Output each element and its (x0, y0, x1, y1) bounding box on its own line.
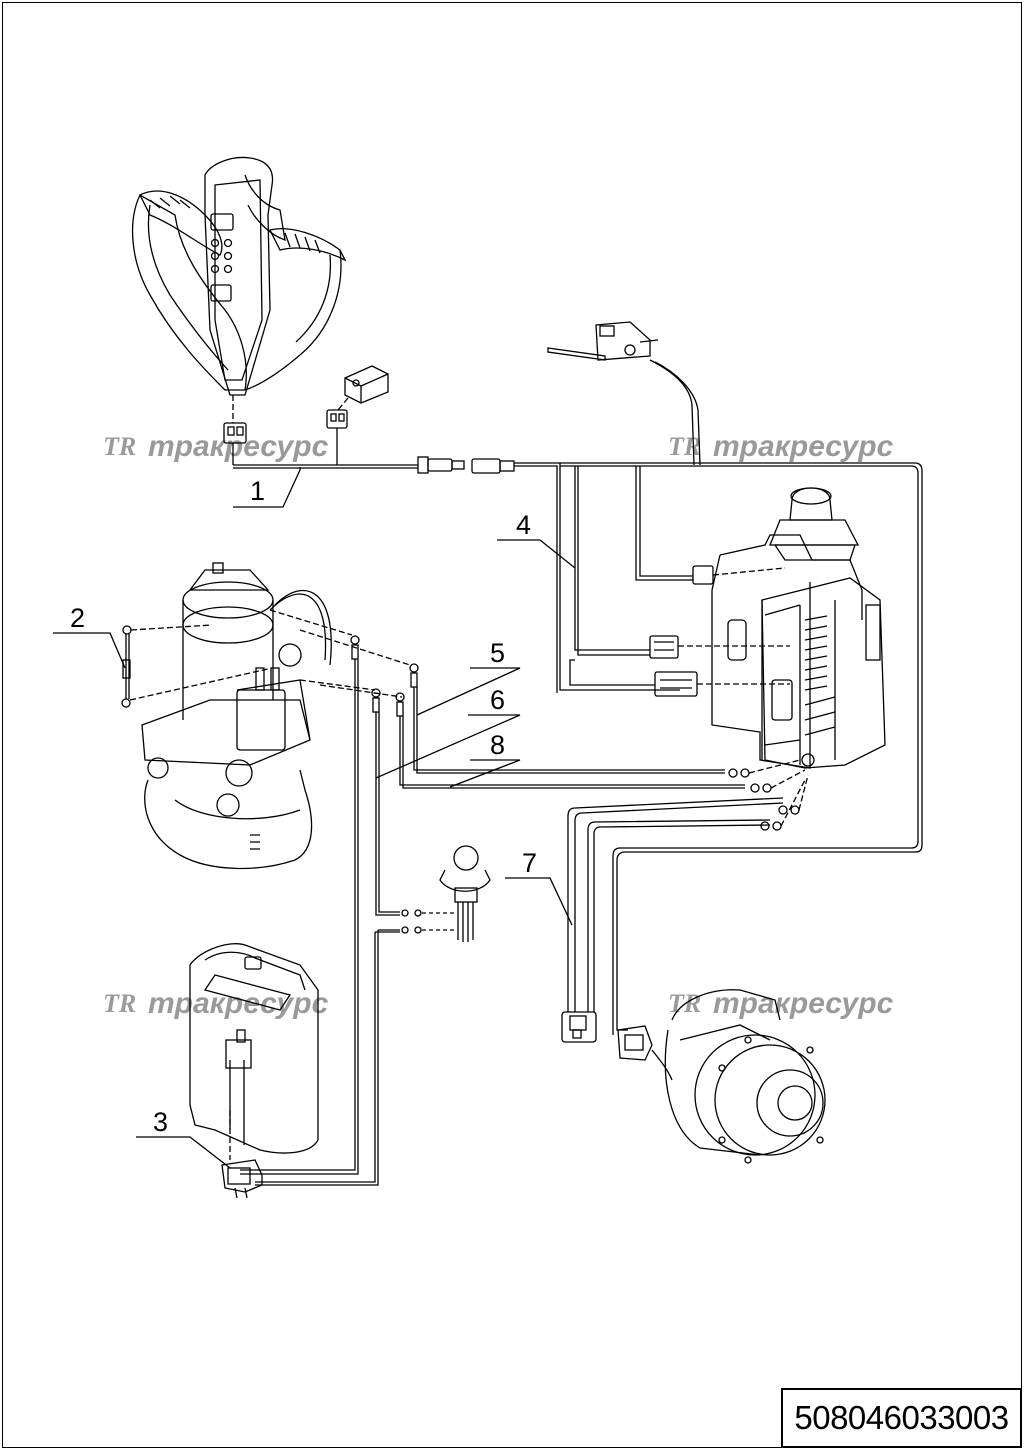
motor-cable-lugs (350, 635, 419, 717)
motor-leaders (269, 609, 411, 698)
part-label-1: 1 (250, 476, 265, 506)
relay-block (326, 365, 389, 429)
pump-motor (141, 562, 332, 870)
sensor (401, 845, 491, 942)
document-number-box: 508046033003 (781, 1388, 1022, 1448)
controller-connectors (569, 466, 790, 697)
cable-5 (413, 687, 801, 778)
part-label-6: 6 (490, 685, 505, 715)
watermark-1: TR тракресурс (103, 430, 329, 463)
cable-7 (561, 774, 809, 1043)
handle-connector (223, 395, 247, 444)
encoder-connector (617, 1025, 653, 1061)
watermark-text: тракресурс (148, 987, 329, 1020)
micro-switch (547, 321, 701, 466)
part-label-8: 8 (490, 730, 505, 760)
traction-motor (651, 989, 826, 1164)
watermark-text: тракресурс (713, 430, 894, 463)
part-labels: 1 2 3 4 5 6 8 7 (70, 476, 537, 1137)
watermark-logo: TR (668, 432, 701, 461)
cable-6 (240, 659, 400, 1186)
document-number: 508046033003 (794, 1399, 1009, 1436)
tiller-handle-drawing (132, 156, 347, 396)
harness-main (232, 428, 923, 1035)
controller-unit (711, 487, 886, 769)
watermark-2: TR тракресурс (668, 430, 894, 463)
part-label-5: 5 (490, 638, 505, 668)
part-label-2: 2 (70, 603, 85, 633)
label-leaders (53, 469, 576, 1169)
cable-8 (399, 716, 806, 793)
watermark-4: TR тракресурс (668, 987, 894, 1020)
watermark-text: тракресурс (713, 987, 894, 1020)
watermark-logo: TR (103, 989, 136, 1018)
cable-2 (121, 624, 273, 708)
battery-box (189, 943, 319, 1199)
part-label-4: 4 (516, 510, 531, 540)
watermark-logo: TR (103, 432, 136, 461)
watermark-3: TR тракресурс (103, 987, 329, 1020)
part-label-7: 7 (522, 848, 537, 878)
part-label-3: 3 (153, 1107, 168, 1137)
